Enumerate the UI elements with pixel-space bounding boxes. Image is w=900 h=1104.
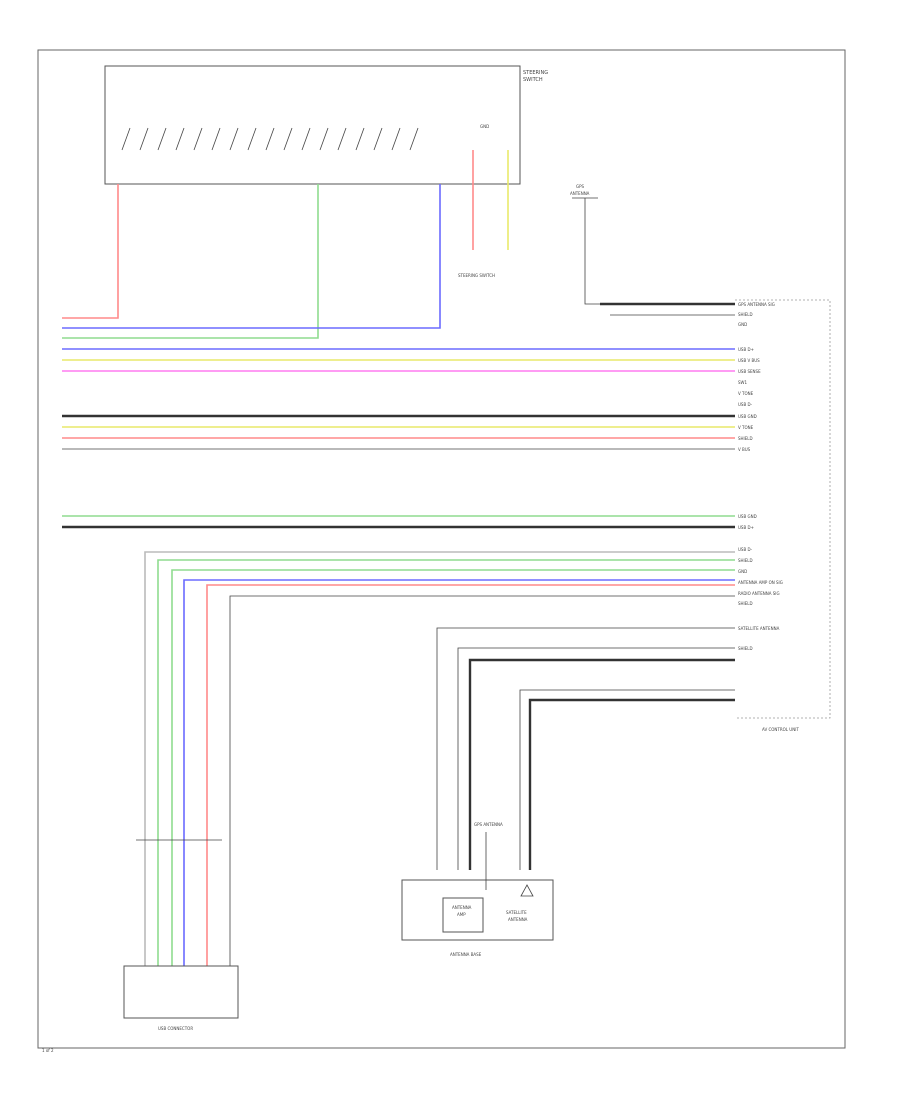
steering-switch-label-2: SWITCH: [523, 77, 543, 83]
switch-contact: [409, 127, 419, 151]
steering-switch-label: STEERING: [523, 70, 548, 76]
steering-switch: STEERING SWITCH GND: [104, 65, 548, 185]
wire-usb-vbus: [144, 551, 735, 966]
av-terminal-label: USB SENSE: [738, 369, 761, 374]
switch-contact: [301, 127, 311, 151]
switch-contact: [337, 127, 347, 151]
av-terminal-label: V TONE: [738, 425, 754, 430]
wire-steering-green: [62, 184, 319, 339]
wire-usb-green: [171, 569, 735, 966]
av-terminal-label: SHIELD: [738, 436, 753, 441]
switch-contact: [373, 127, 383, 151]
wire-steering-red: [62, 184, 119, 319]
gps-antenna-symbol: [572, 197, 598, 204]
av-terminal-label: USB D+: [738, 525, 754, 530]
av-terminal-label: RADIO ANTENNA SIG: [738, 591, 780, 596]
gps-antenna-label-1: GPS: [576, 184, 585, 189]
switch-contact: [175, 127, 185, 151]
usb-connector-label: USB CONNECTOR: [158, 1026, 193, 1031]
av-terminal-label: SHIELD: [738, 312, 753, 317]
antenna-base: ANTENNA AMP SATELLITE ANTENNA ANTENNA BA…: [401, 822, 554, 957]
diagram-frame: [37, 49, 846, 1049]
gps-antenna-small-label: GPS ANTENNA: [474, 822, 503, 827]
av-terminal-label: SHIELD: [738, 601, 753, 606]
av-terminal-label: USB GND: [738, 514, 757, 519]
av-terminal-label: V TONE: [738, 391, 754, 396]
gps-antenna-lead: [584, 204, 600, 305]
av-terminal-label: SHIELD: [738, 646, 753, 651]
wire-usb-d-plus: [183, 579, 735, 966]
av-terminal-label: GND: [738, 569, 747, 574]
satellite-antenna-icon: [520, 884, 534, 897]
switch-contact: [211, 127, 221, 151]
switch-contact: [283, 127, 293, 151]
wire-satellite-antenna: [519, 689, 735, 870]
antenna-amp-box: [442, 897, 484, 933]
steering-switch-gnd-label: GND: [480, 124, 489, 129]
av-terminal-label: SHIELD: [738, 558, 753, 563]
antenna-amp-label-2: AMP: [457, 912, 466, 917]
av-terminal-label: ANTENNA AMP ON SIG: [738, 580, 783, 585]
av-control-unit-boundary: [735, 299, 831, 719]
wire-satellite-antenna-shield: [528, 698, 735, 870]
steering-switch-box: [104, 65, 521, 185]
antenna-base-label: ANTENNA BASE: [450, 952, 482, 957]
switch-contact: [247, 127, 257, 151]
switch-contact: [139, 127, 149, 151]
switch-contact: [193, 127, 203, 151]
av-control-unit-terminals: GPS ANTENNA SIG SHIELD GND USB D+ USB V BUS U…: [738, 302, 783, 651]
usb-connector-box: [123, 965, 239, 1019]
av-terminal-label: GPS ANTENNA SIG: [738, 302, 775, 307]
page-reference: 1 of 2: [42, 1048, 54, 1053]
usb-connector: USB CONNECTOR: [123, 839, 239, 1031]
wire-steering-blue: [62, 184, 441, 329]
switch-contact: [157, 127, 167, 151]
gps-antenna: GPS ANTENNA: [570, 184, 600, 305]
wire-radio-antenna-shield: [468, 658, 735, 870]
av-terminal-label: V BUS: [738, 447, 751, 452]
av-terminal-label: SW1: [738, 380, 747, 385]
switch-contact: [319, 127, 329, 151]
wire-usb-shield: [229, 595, 735, 966]
av-control-unit-label: AV CONTROL UNIT: [762, 727, 799, 732]
av-terminal-label: USB V BUS: [738, 358, 760, 363]
antenna-amp-label-1: ANTENNA: [452, 905, 472, 910]
switch-contact: [265, 127, 275, 151]
steering-note-label: STEERING SWITCH: [458, 273, 495, 278]
wire-usb-d-minus: [206, 584, 735, 966]
wire-harness: [62, 150, 735, 966]
av-terminal-label: USB D-: [738, 547, 753, 552]
switch-contact: [229, 127, 239, 151]
wire-antenna-amp-on: [436, 627, 735, 870]
av-terminal-label: USB D+: [738, 347, 754, 352]
switch-contact: [391, 127, 401, 151]
wire-usb-gnd: [157, 559, 735, 966]
switch-contacts: [121, 127, 419, 151]
av-terminal-label: USB GND: [738, 414, 757, 419]
satellite-antenna-label-2: ANTENNA: [508, 917, 528, 922]
switch-contact: [355, 127, 365, 151]
av-terminal-label: USB D-: [738, 402, 753, 407]
av-terminal-label: SATELLITE ANTENNA: [738, 626, 780, 631]
gps-antenna-label-2: ANTENNA: [570, 191, 590, 196]
satellite-antenna-label-1: SATELLITE: [506, 910, 527, 915]
wire-radio-antenna: [457, 647, 735, 870]
av-terminal-label: GND: [738, 322, 747, 327]
switch-contact: [121, 127, 131, 151]
